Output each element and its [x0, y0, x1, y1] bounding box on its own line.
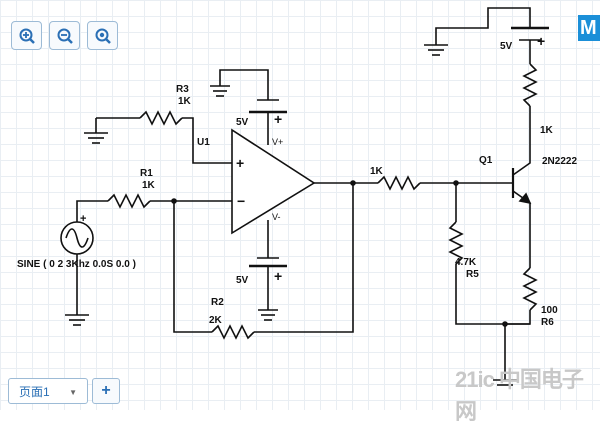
zoom-out-button[interactable]: [49, 21, 80, 50]
source-label: SINE ( 0 2 3Khz 0.0S 0.0 ): [17, 259, 136, 270]
add-page-button[interactable]: +: [92, 378, 120, 404]
resistor-r2: [211, 324, 255, 340]
zoom-fit-icon: [95, 28, 111, 44]
resistor-r5: [448, 221, 464, 265]
resistor-collector: [522, 63, 538, 107]
r1-name: R1: [140, 168, 153, 179]
zoom-in-button[interactable]: [11, 21, 42, 50]
r2-value: 2K: [209, 315, 223, 326]
r5-value: 4.7K: [455, 257, 477, 268]
r6-name: R6: [541, 317, 554, 328]
svg-text:+: +: [274, 111, 282, 127]
page-tab-current[interactable]: 页面1 ▼: [8, 378, 88, 404]
svg-text:+: +: [274, 268, 282, 284]
r2-name: R2: [211, 297, 224, 308]
watermark: 21ic 中国电子网: [455, 367, 584, 424]
page-tab-label: 页面1: [19, 384, 50, 399]
resistor-r4: [377, 175, 421, 191]
zoom-fit-button[interactable]: [87, 21, 118, 50]
chevron-down-icon[interactable]: ▼: [69, 388, 77, 397]
resistor-r1: [107, 193, 151, 209]
svg-text:+: +: [80, 213, 86, 225]
q1-model: 2N2222: [542, 156, 577, 167]
supply-bottom-label: 5V: [236, 275, 249, 286]
resistor-r3: [139, 110, 183, 126]
r5-name: R5: [466, 269, 479, 280]
opamp-plus: +: [236, 155, 244, 171]
opamp-u1: [231, 128, 316, 235]
collector-r-value: 1K: [540, 125, 554, 136]
r4-value: 1K: [370, 166, 384, 177]
resistor-r6: [522, 267, 538, 311]
u1-name: U1: [197, 137, 210, 148]
supply-top-label: 5V: [236, 117, 249, 128]
r3-value: 1K: [178, 96, 192, 107]
zoom-in-icon: [19, 28, 35, 44]
vplus-label: V+: [272, 137, 283, 147]
r6-value: 100: [541, 305, 558, 316]
q1-name: Q1: [479, 155, 493, 166]
brand-logo: M: [578, 15, 600, 41]
collector-supply-label: 5V: [500, 41, 513, 52]
circuit-diagram[interactable]: R3 1K U1 R1 1K SINE ( 0 2 3Khz 0.0S 0.0 …: [0, 0, 600, 410]
svg-text:+: +: [537, 33, 545, 49]
r3-name: R3: [176, 84, 189, 95]
opamp-minus: −: [237, 193, 245, 209]
zoom-out-icon: [57, 28, 73, 44]
r1-value: 1K: [142, 180, 156, 191]
vminus-label: V-: [272, 212, 281, 222]
